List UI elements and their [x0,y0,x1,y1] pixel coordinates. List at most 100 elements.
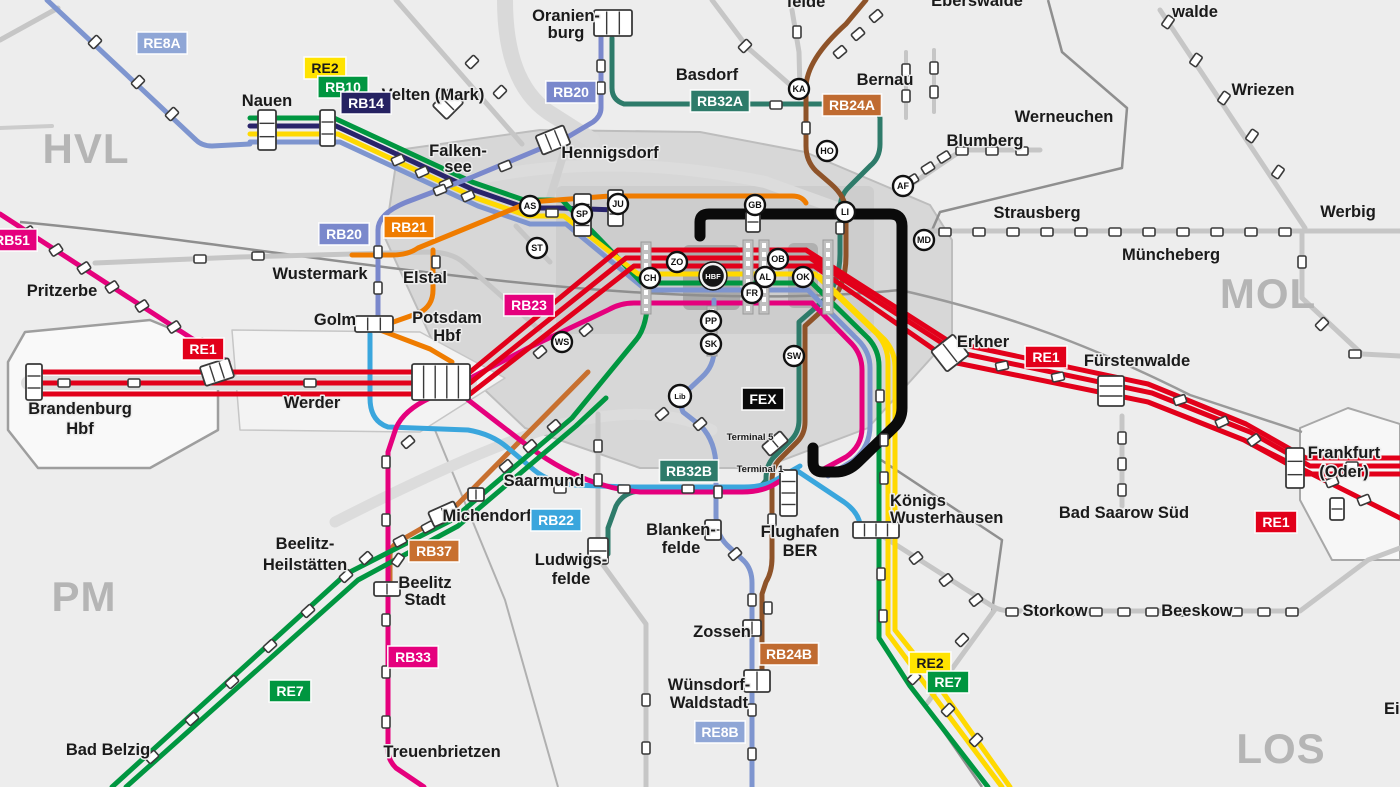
station-tick [1217,90,1231,106]
station-label-velten-mark-: Velten (Mark) [382,86,485,104]
station-cluster [354,315,394,333]
station-cluster [1329,497,1345,521]
interchange-code-ok: OK [796,272,810,282]
interchange-code-gb: GB [748,200,762,210]
interchange-code-as: AS [524,201,537,211]
station-cluster [319,109,336,147]
station-label-line: Werder [284,394,341,412]
line-re1-e-1 [803,247,1400,461]
station-cluster [742,619,762,637]
station-tick [972,227,986,237]
station-label-line: Waldstadt [670,694,749,712]
station-label-line: Bad Freien- [1150,0,1241,4]
station-cluster [852,521,900,539]
station-tick [1189,52,1203,68]
station-tick [1074,227,1088,237]
station-tick [901,89,911,103]
station-tick [358,550,374,566]
line-gray-velten [393,0,525,147]
station-label-zossen: Zossen [693,623,751,641]
line-gray-wriezen [1157,7,1308,231]
line-badge-re1-se [1254,510,1298,534]
station-tick [1117,457,1127,471]
station-tick [1117,431,1127,445]
station-tick [144,749,160,765]
interchange-code-al: AL [759,272,771,282]
station-cluster-box [535,124,571,156]
line-re1-w-3 [25,263,817,397]
station-tick [747,593,757,607]
interchange-code-li: LI [841,207,849,217]
station-label-line: Werbig [1320,203,1376,221]
station-tick [792,25,802,39]
station-tick [1117,483,1127,497]
station-label-line: Zossen [693,623,751,641]
station-tick [692,416,708,432]
station-tick [460,189,476,203]
station-cluster [25,363,43,401]
line-band-oranienburg [497,0,600,148]
station-tick [532,344,548,360]
station-label-line: Königs [890,492,946,510]
station-tick [747,703,757,717]
line-badge-re1-w [181,337,225,361]
station-tick [617,484,631,494]
line-badge-fex [741,387,785,411]
station-tick [57,378,71,388]
station-label-elstal: Elstal [403,269,447,287]
station-label-line: felde [662,539,701,557]
station-tick [545,208,559,218]
station-tick [954,632,970,648]
station-label-line: Blanken- [646,521,716,539]
station-label-line: Treuenbrietzen [383,743,500,761]
line-badge-rb32b [658,459,720,483]
interchange-md [912,228,936,252]
station-tick [654,406,670,422]
station-cluster-box [593,9,633,37]
line-rb23-south [442,379,798,495]
line-gray-hennigsdorf-as [546,142,570,202]
line-badge-label-re8a: RE8A [143,35,180,51]
interchange-code-ob: OB [771,254,785,264]
station-tick [400,434,416,450]
station-label-line: Eis [1384,700,1400,718]
line-rb21-potsdam [377,327,455,365]
interchange-af [891,174,915,198]
station-label-line: burg [548,24,585,42]
station-cluster [704,519,722,541]
station-tick [879,471,889,485]
line-rb20-line [375,33,604,321]
station-tick [1040,227,1054,237]
station-tick [381,455,391,469]
station-cluster [467,487,485,502]
station-label-line: Müncheberg [1122,246,1220,264]
interchange-ws [550,330,574,354]
line-badge-rb51 [0,228,39,252]
station-label-falken-see: Falken-see [429,142,487,176]
station-tick [985,146,999,156]
line-re7-sw-2 [123,395,609,787]
interchange-zo [665,250,689,274]
station-label-line: felde [787,0,826,11]
station-label-line: Velten (Mark) [382,86,485,104]
line-badge-label-rb20-n: RB20 [553,84,589,100]
station-label-michendorf: Michendorf [443,507,532,525]
station-label-werneuchen: Werneuchen [1015,108,1114,126]
station-label-line: Hbf [66,420,94,438]
station-label-hennigsdorf: Hennigsdorf [561,144,659,162]
station-tick [850,26,866,42]
station-cluster [593,9,633,37]
interchange-fr [740,281,764,305]
station-label-line: Wünsdorf- [668,676,750,694]
line-fex-line [694,208,908,478]
interchange-al [753,265,777,289]
interchange-code-fr: FR [746,288,758,298]
station-tick [832,44,848,60]
station-cluster [930,334,970,372]
line-badge-rb21 [382,215,435,239]
station-label-werder: Werder [284,394,341,412]
station-label-beeskow: Beeskow [1161,602,1233,620]
line-gray-felde [789,7,803,93]
station-cluster-box [25,363,43,401]
